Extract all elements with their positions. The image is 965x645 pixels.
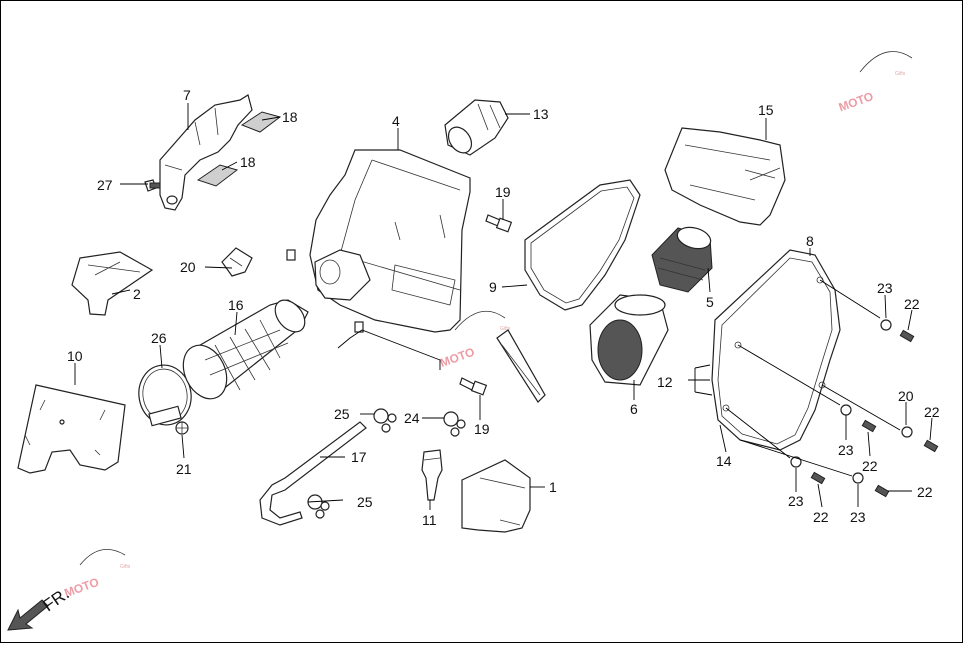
- part-20-clip: [221, 247, 253, 277]
- part-27-screw: [144, 179, 161, 192]
- callout-9: 9: [489, 279, 497, 295]
- callout-12: 12: [657, 374, 673, 390]
- part-19-bolt-upper: [485, 214, 513, 233]
- part-7-bracket: [159, 94, 253, 211]
- part-16-intake-duct: [182, 299, 309, 400]
- part-2-bracket: [71, 251, 154, 316]
- part-10-plate: [17, 384, 126, 474]
- callout-23-b: 23: [838, 442, 854, 458]
- fasteners-right: [790, 319, 939, 498]
- svg-text:Gifts: Gifts: [500, 326, 511, 332]
- part-25-o-rings-upper: [373, 408, 397, 433]
- part-25-o-rings-lower: [307, 494, 330, 519]
- part-1-lower-cover: [461, 459, 531, 533]
- callout-1: 1: [549, 479, 557, 495]
- callout-19-lower: 19: [474, 421, 490, 437]
- callout-18-upper: 18: [282, 109, 298, 125]
- callout-5: 5: [706, 294, 714, 310]
- callout-2: 2: [133, 286, 141, 302]
- callout-26: 26: [151, 330, 167, 346]
- callout-labels: 7 18 18 27 2 20 10 26 21 16 4 13 19 9 5 …: [67, 87, 940, 528]
- part-24-o-rings: [443, 411, 466, 437]
- callout-22-a: 22: [904, 296, 920, 312]
- part-19-bolt-lower: [459, 377, 488, 396]
- part-6-filter-element: [589, 294, 669, 386]
- leader-lines: [74, 103, 933, 510]
- callout-20-left: 20: [180, 259, 196, 275]
- part-26-hose-clamp: [138, 364, 192, 427]
- callout-22-d: 22: [813, 509, 829, 525]
- callout-4: 4: [392, 113, 400, 129]
- separator-tube: [496, 329, 546, 403]
- callout-27: 27: [97, 177, 113, 193]
- callout-19-upper: 19: [495, 184, 511, 200]
- svg-text:MOTO: MOTO: [438, 345, 476, 370]
- callout-21: 21: [176, 461, 192, 477]
- watermark-top-right: MOTO Gifts: [837, 51, 913, 114]
- callout-22-c: 22: [862, 458, 878, 474]
- callout-10: 10: [67, 348, 83, 364]
- part-17-drain-hose: [259, 421, 367, 526]
- part-9-gasket: [524, 179, 641, 311]
- callout-11: 11: [422, 512, 437, 528]
- part-13-elbow-duct: [444, 99, 509, 156]
- part-5-filter-element: [651, 226, 713, 293]
- callout-23-a: 23: [877, 280, 893, 296]
- svg-text:Gifts: Gifts: [895, 71, 906, 77]
- watermark-bottom-left: MOTO Gifts: [62, 548, 131, 600]
- callout-25-lower: 25: [357, 494, 373, 510]
- svg-text:Gifts: Gifts: [120, 564, 131, 570]
- part-15-cover-shroud: [664, 127, 786, 226]
- callout-16: 16: [228, 297, 244, 313]
- callout-18-lower: 18: [240, 154, 256, 170]
- callout-22-b: 22: [924, 404, 940, 420]
- callout-7: 7: [183, 87, 191, 103]
- callout-23-d: 23: [850, 509, 866, 525]
- callout-25-upper: 25: [334, 406, 350, 422]
- front-direction-arrow: FR.: [7, 584, 73, 631]
- part-8-air-box-cover: [711, 249, 841, 451]
- callout-6: 6: [630, 401, 638, 417]
- callout-24: 24: [404, 410, 420, 426]
- callout-13: 13: [533, 106, 549, 122]
- part-4-air-box-housing: [286, 149, 471, 333]
- part-11-plug: [421, 449, 443, 501]
- callout-23-c: 23: [788, 493, 804, 509]
- callout-15: 15: [758, 102, 774, 118]
- svg-text:MOTO: MOTO: [837, 89, 875, 114]
- callout-14: 14: [716, 453, 732, 469]
- part-21-screw: [175, 421, 189, 435]
- callout-22-e: 22: [917, 484, 933, 500]
- callout-20-right: 20: [898, 388, 914, 404]
- callout-8: 8: [806, 233, 814, 249]
- callout-17: 17: [351, 449, 367, 465]
